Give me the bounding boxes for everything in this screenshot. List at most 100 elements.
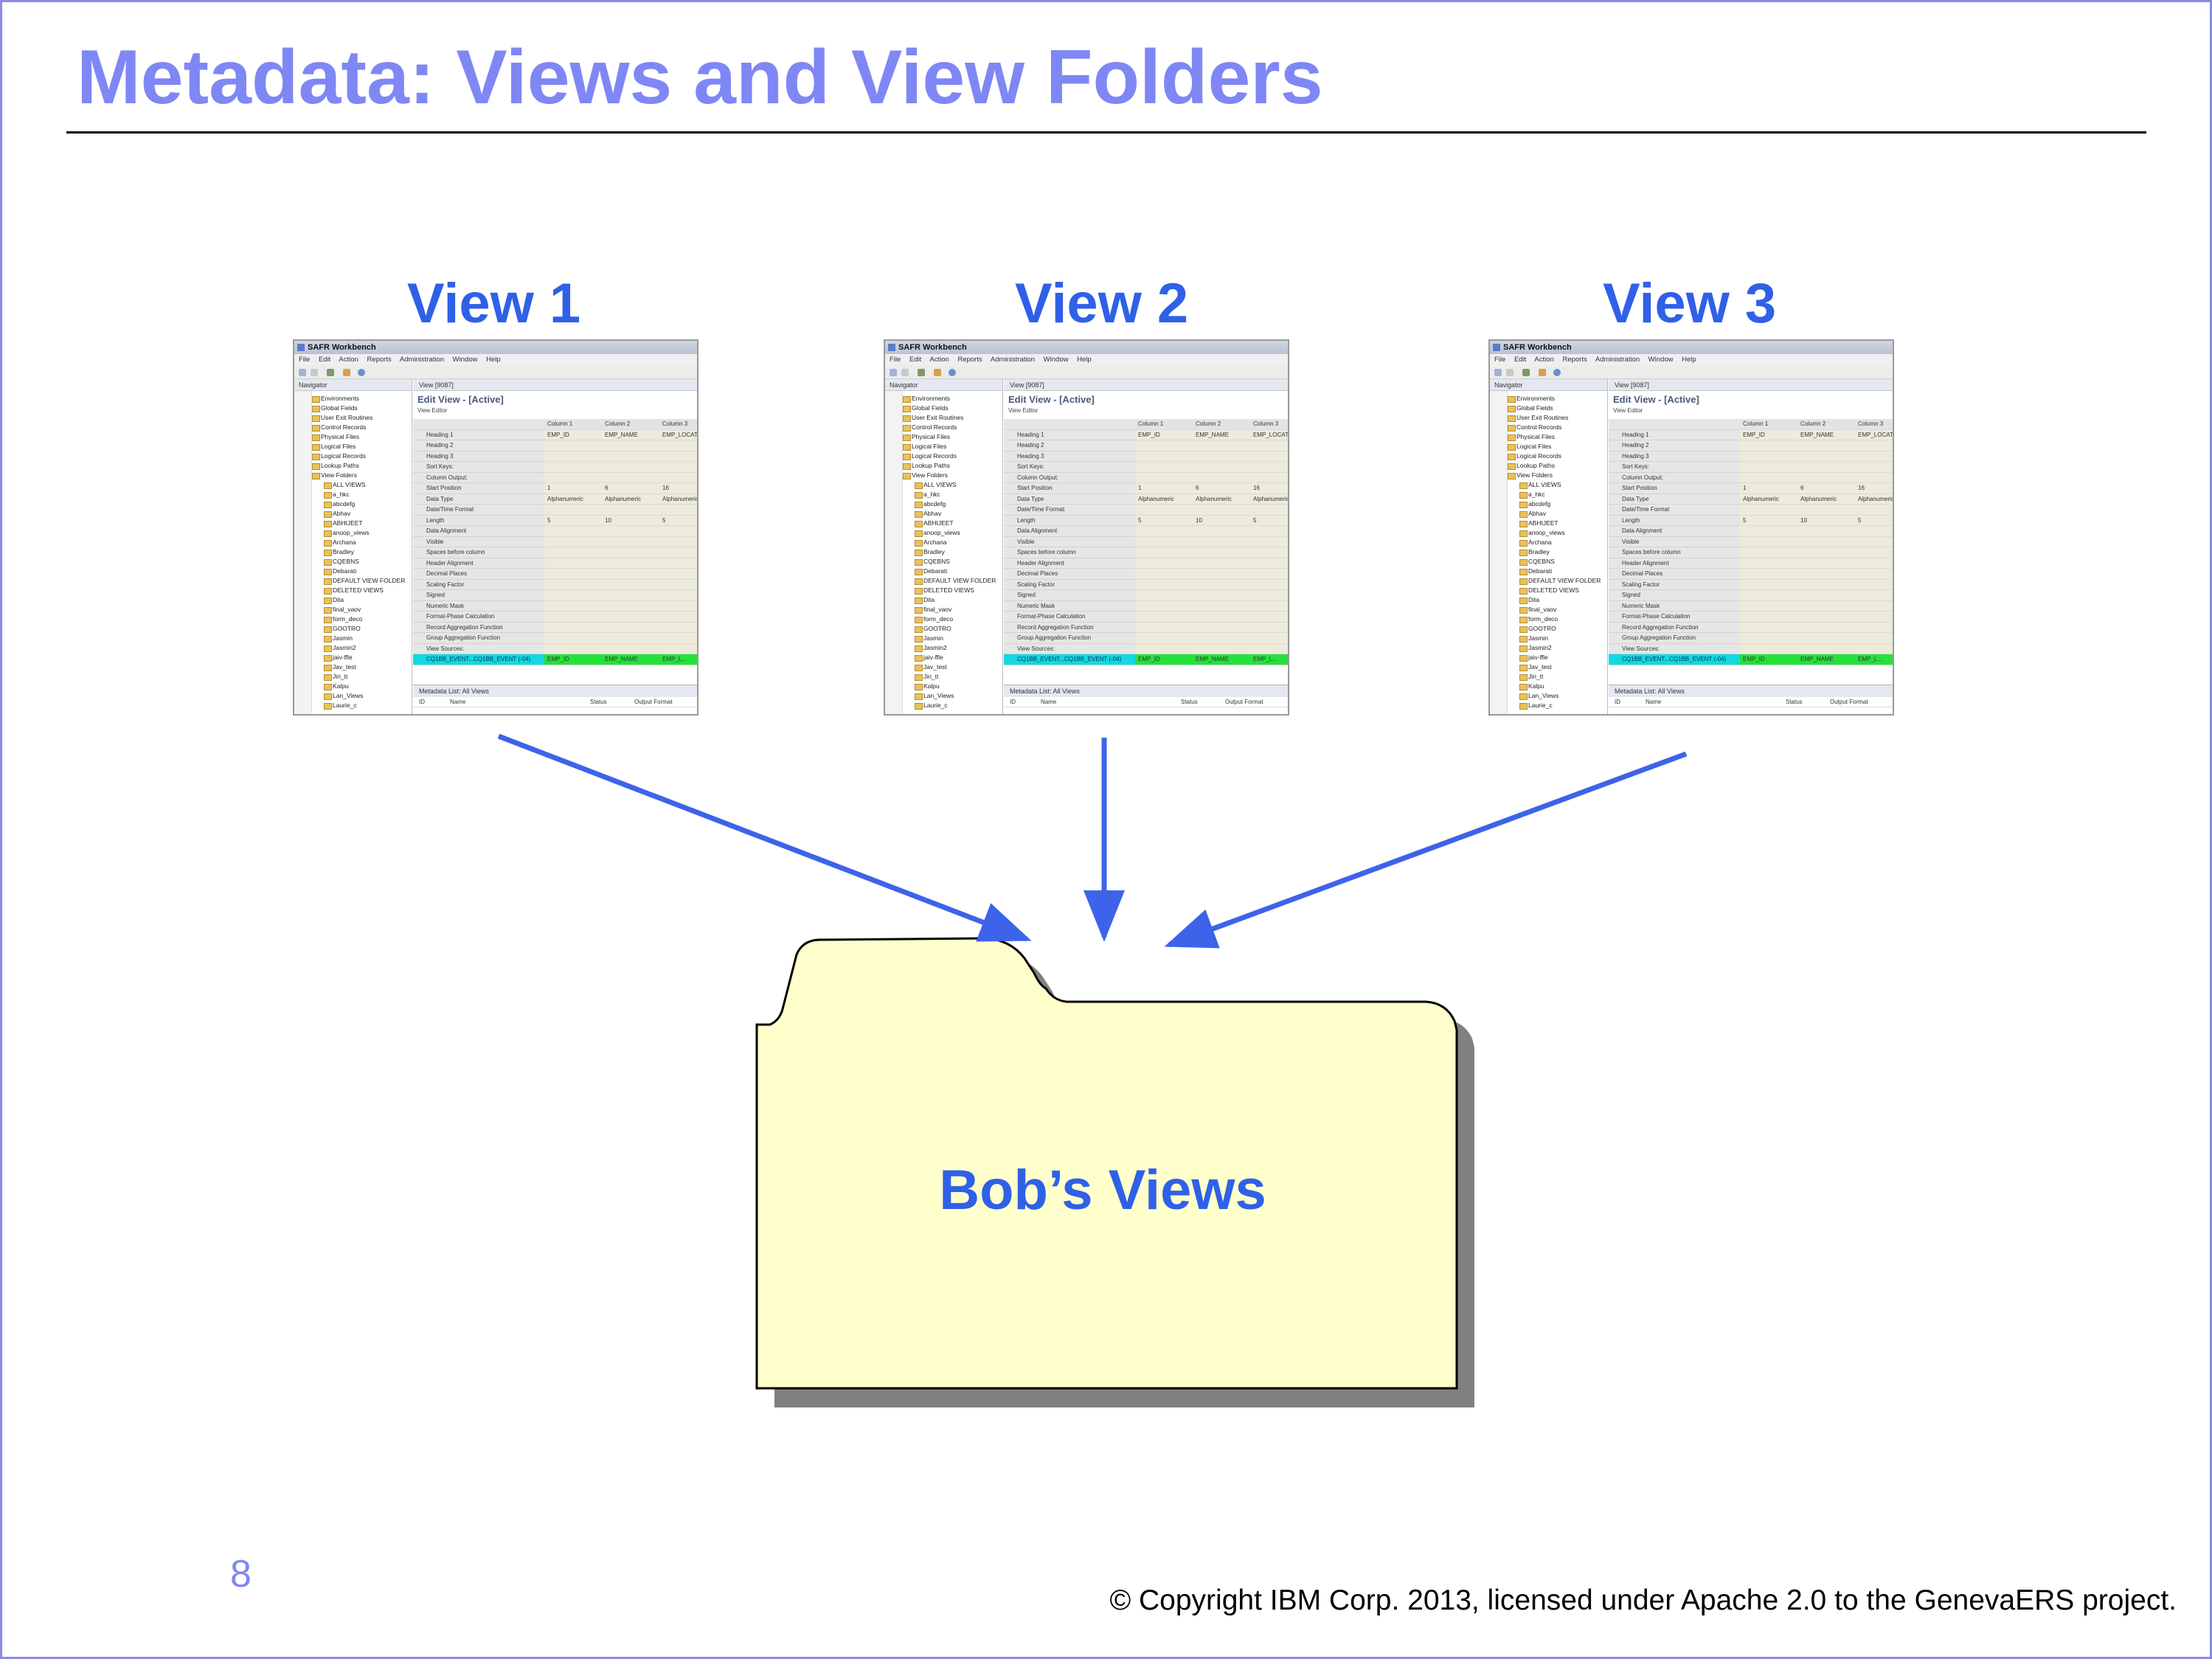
- grid-row-label: Spaces before column: [1609, 547, 1740, 558]
- view-folder-item: form_deco: [915, 614, 1002, 624]
- grid-cell: EMP_ID: [547, 656, 569, 662]
- metadata-tab: Metadata List: All Views: [413, 685, 697, 697]
- grid-cell: Alphanumeric: [1858, 495, 1894, 502]
- grid-row-label: Data Type: [1609, 493, 1740, 505]
- view-folder-item: abcdefg: [1519, 499, 1607, 509]
- grid-row-label: Data Type: [1004, 493, 1135, 505]
- view-3-label: View 3: [1603, 272, 1777, 335]
- grid-cell: EMP_L...: [1858, 656, 1882, 662]
- view-folder-item: ABHIJEET: [915, 519, 1002, 528]
- grid-row-label: Header Alignment: [413, 558, 544, 569]
- view-folder-item: jaiv-ffle: [324, 653, 412, 662]
- view-folder-item: DEFAULT VIEW FOLDER: [324, 576, 412, 586]
- column-header: Column 1: [547, 420, 573, 427]
- navigator-item: Logical Records: [1508, 451, 1607, 461]
- grid-row: Column Output:: [413, 472, 697, 483]
- grid-cell: EMP_LOCATION: [1253, 431, 1289, 438]
- navigator-item: Control Records: [1508, 423, 1607, 432]
- view-folder-item: Dita: [1519, 595, 1607, 605]
- navigator-item: Control Records: [312, 423, 412, 432]
- arrow-view1-to-folder: [497, 733, 1032, 942]
- grid-row: Record Aggregation Function: [413, 622, 697, 633]
- arrow-view3-to-folder: [1164, 751, 1688, 949]
- grid-row: Format-Phase Calculation: [1004, 612, 1288, 623]
- toolbar: [1490, 366, 1893, 379]
- grid-row: Decimal Places: [1609, 569, 1893, 580]
- navigator-item: Environments: [312, 394, 412, 404]
- view-folder-item: jaiv-ffle: [915, 653, 1002, 662]
- view-folder-item: jaiv-ffle: [1519, 653, 1607, 662]
- slide-title: Metadata: Views and View Folders: [77, 35, 1323, 120]
- view-folder-item: Abhav: [915, 509, 1002, 519]
- view-folder-item: Lan_Views: [915, 691, 1002, 701]
- editor-title: Edit View - [Active]: [417, 394, 504, 405]
- grid-row-label: Data Type: [413, 493, 544, 505]
- view-folder-item: anoop_views: [324, 528, 412, 538]
- grid-cell: Alphanumeric: [605, 495, 641, 502]
- grid-row-label: View Sources:: [413, 643, 544, 654]
- grid-row-label: Date/Time Format: [1609, 505, 1740, 516]
- metadata-tab: Metadata List: All Views: [1004, 685, 1288, 697]
- navigator-scrollbar: [294, 391, 312, 714]
- view-folder-item: Laurie_c: [1519, 701, 1607, 710]
- view-folder-item: ALL VIEWS: [915, 480, 1002, 490]
- grid-row-label: Signed: [1609, 590, 1740, 601]
- grid-row-label: Header Alignment: [1004, 558, 1135, 569]
- menu-bar: File Edit Action Reports Administration …: [1490, 354, 1893, 366]
- grid-row-label: Column Output:: [1609, 472, 1740, 483]
- view-folder-item: a_hkc: [1519, 490, 1607, 499]
- grid-row-label: Data Alignment: [413, 526, 544, 537]
- metadata-column: ID: [1010, 699, 1016, 705]
- grid-cell: 16: [1858, 485, 1865, 491]
- grid-row-label: Group Aggregation Function: [1004, 633, 1135, 644]
- view-folder-item: Jasmin: [324, 634, 412, 643]
- grid-cell: EMP_ID: [1743, 656, 1765, 662]
- grid-row-label: Date/Time Format: [413, 505, 544, 516]
- grid-cell: Alphanumeric: [1743, 495, 1779, 502]
- grid-cell: EMP_ID: [1138, 431, 1160, 438]
- grid-cell: 10: [1196, 516, 1202, 524]
- grid-cell: Alphanumeric: [662, 495, 698, 502]
- grid-row-label: Heading 1: [1004, 429, 1135, 440]
- grid-cell: EMP_LOCATION: [1858, 431, 1893, 438]
- metadata-column: Output Format: [1830, 699, 1868, 705]
- grid-row: Header Alignment: [1609, 558, 1893, 569]
- grid-row-label: Heading 2: [1609, 440, 1740, 451]
- view-folder-item: Jiri_tt: [915, 672, 1002, 682]
- view-folder-item: Bradley: [1519, 547, 1607, 557]
- navigator-tab: Navigator: [1490, 379, 1607, 391]
- grid-cell: 1: [547, 485, 551, 491]
- view-editor: View [9087]Edit View - [Active]View Edit…: [413, 379, 697, 685]
- grid-row-label: Data Alignment: [1609, 526, 1740, 537]
- grid-row: Decimal Places: [1004, 569, 1288, 580]
- view-folder-item: Bradley: [324, 547, 412, 557]
- navigator-item: User Exit Routines: [1508, 413, 1607, 423]
- metadata-column: ID: [1615, 699, 1620, 705]
- grid-cell: 6: [1196, 485, 1199, 491]
- navigator-item: View Folders: [903, 471, 1002, 480]
- view-folder-item: final_vaov: [1519, 605, 1607, 614]
- grid-cell: EMP_LOCATION: [662, 431, 698, 438]
- view-folder-item: DELETED VIEWS: [1519, 586, 1607, 595]
- grid-row: View Sources:: [1609, 643, 1893, 654]
- grid-row-label: Record Aggregation Function: [1004, 622, 1135, 633]
- grid-cell: EMP_ID: [1138, 656, 1160, 662]
- grid-row-label: CQ1BB_EVENT...CQ1BB_EVENT (-04): [413, 654, 544, 665]
- page-number: 8: [230, 1553, 252, 1596]
- grid-cell: Alphanumeric: [1196, 495, 1232, 502]
- grid-row-label: Heading 3: [1004, 451, 1135, 462]
- grid-row-label: Group Aggregation Function: [1609, 633, 1740, 644]
- grid-row-label: Sort Keys:: [413, 462, 544, 473]
- column-header: Column 3: [1858, 420, 1884, 427]
- editor-tab: View [9087]: [1609, 379, 1893, 391]
- view-folder-item: Abhav: [324, 509, 412, 519]
- grid-row-label: Format-Phase Calculation: [1004, 612, 1135, 623]
- navigator-item: View Folders: [312, 471, 412, 480]
- grid-cell: 6: [605, 485, 609, 491]
